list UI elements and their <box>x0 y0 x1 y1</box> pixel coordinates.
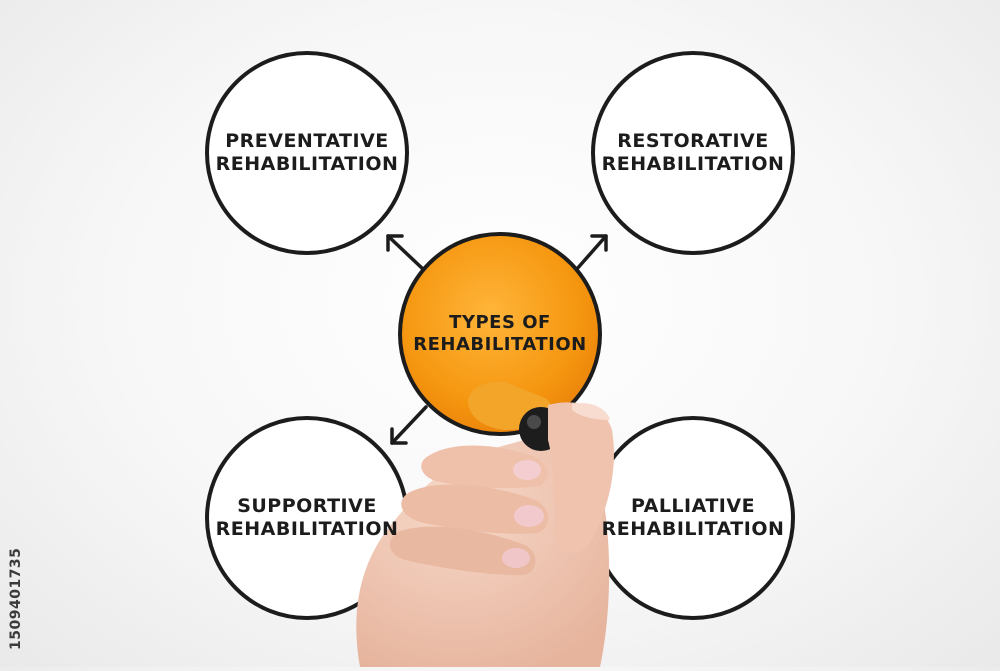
center-label-line: TYPES OF <box>449 312 551 333</box>
node-label-top-right: RESTORATIVE REHABILITATION <box>593 130 793 176</box>
node-label-top-left: PREVENTATIVE REHABILITATION <box>207 130 407 176</box>
node-label-line: SUPPORTIVE <box>237 495 377 517</box>
center-label: TYPES OF REHABILITATION <box>400 312 600 356</box>
node-label-line: PREVENTATIVE <box>225 130 389 152</box>
hand-with-marker <box>356 381 614 667</box>
arrow-top-right <box>574 234 608 272</box>
node-label-line: PALLIATIVE <box>630 495 756 517</box>
node-label-line: RESTORATIVE <box>617 130 769 152</box>
stock-id-text: 1509401735 <box>8 547 24 650</box>
node-label-line: REHABILITATION <box>215 153 399 175</box>
node-label-line: REHABILITATION <box>601 153 785 175</box>
node-circle-top-right <box>591 51 795 255</box>
node-circle-top-left <box>205 51 409 255</box>
center-label-line: REHABILITATION <box>413 334 587 355</box>
arrow-top-left <box>386 234 426 272</box>
arrow-bottom-left <box>390 405 428 445</box>
node-label-bottom-right: PALLIATIVE REHABILITATION <box>593 495 793 541</box>
node-label-bottom-left: SUPPORTIVE REHABILITATION <box>207 495 407 541</box>
node-label-line: REHABILITATION <box>601 518 785 540</box>
node-label-line: REHABILITATION <box>215 518 399 540</box>
center-circle <box>398 232 602 436</box>
